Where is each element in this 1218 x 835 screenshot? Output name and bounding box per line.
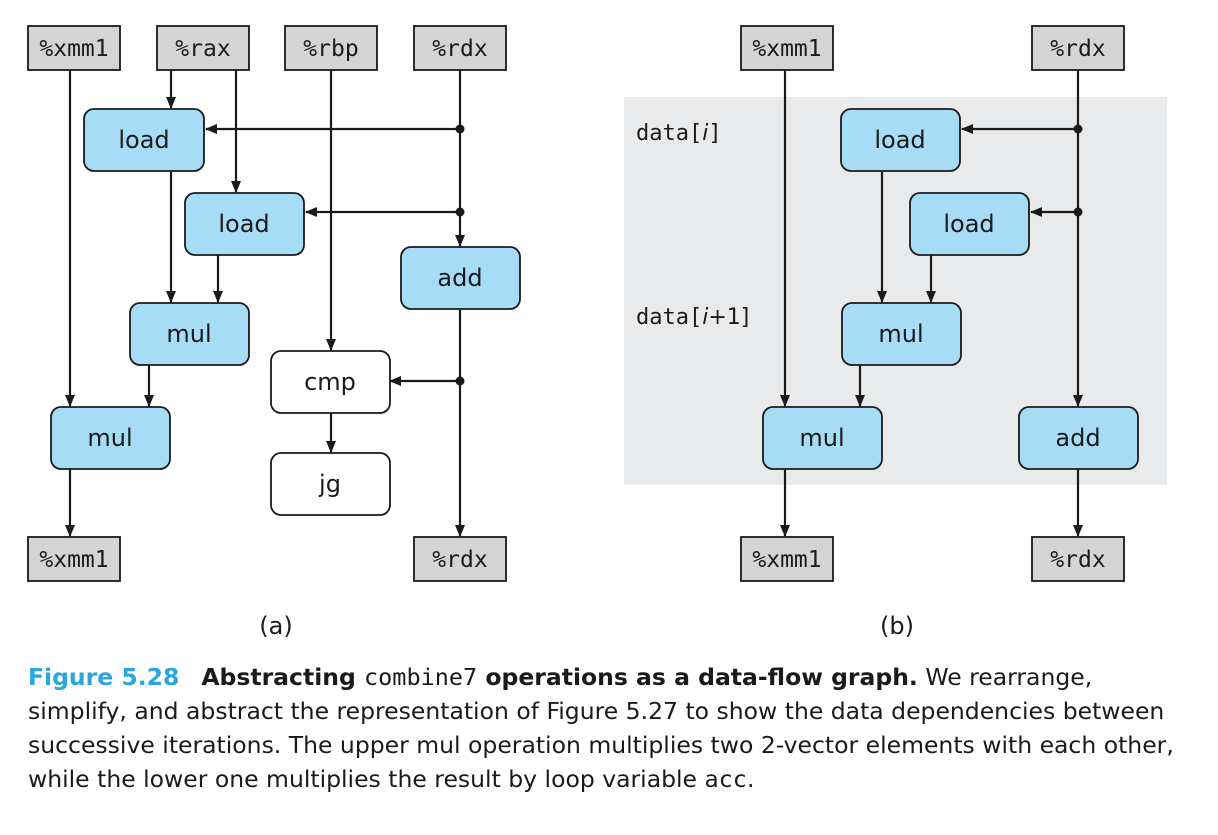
op-add-b: add [1018,406,1139,470]
figure-number: Figure 5.28 [28,663,180,691]
op-mul-2-b: mul [762,406,883,470]
figure-title: Abstracting combine7 operations as a dat… [201,663,918,691]
panel-a-edges [65,70,465,537]
register-xmm1-in-b: %xmm1 [740,25,834,71]
op-label: add [1055,424,1100,452]
op-label: load [874,126,925,154]
register-rdx-out-a: %rdx [413,536,507,582]
data-flow-diagram: %xmm1 %rax %rbp %rdx %xmm1 %rdx load loa… [27,25,1167,640]
op-label: cmp [304,368,356,396]
register-label: %xmm1 [39,547,108,573]
register-xmm1-out-a: %xmm1 [27,536,121,582]
register-label: %rdx [1050,36,1105,62]
op-label: jg [318,470,341,498]
op-label: mul [87,424,132,452]
register-rbp-in-a: %rbp [284,25,378,71]
caption-end: . [746,765,755,793]
panel-b-junctions [1073,124,1083,217]
op-mul-2-a: mul [50,406,171,470]
register-rdx-out-b: %rdx [1031,536,1125,582]
op-jg-a: jg [270,452,391,516]
caption-body: We rearrange, simplify, and abstract the… [28,663,1174,793]
register-label: %xmm1 [752,36,821,62]
annotation-data-i-plus-1: data[i+1] [636,305,749,330]
register-xmm1-in-a: %xmm1 [27,25,121,71]
subfigure-label-a: (a) [259,612,292,640]
subfigure-label-b: (b) [880,612,914,640]
annotation-data-i: data[i] [636,121,722,146]
register-rdx-in-b: %rdx [1031,25,1125,71]
op-label: mul [878,320,923,348]
op-load-2-b: load [909,192,1030,256]
op-label: mul [799,424,844,452]
op-load-1-a: load [83,108,205,172]
register-label: %xmm1 [39,36,108,62]
figure-caption: Figure 5.28 Abstracting combine7 operatio… [28,660,1196,796]
register-rax-in-a: %rax [156,25,250,71]
register-label: %xmm1 [752,547,821,573]
register-xmm1-out-b: %xmm1 [740,536,834,582]
op-label: load [118,126,169,154]
register-rdx-in-a: %rdx [413,25,507,71]
op-label: load [218,210,269,238]
op-load-2-a: load [184,192,305,256]
op-label: add [437,264,482,292]
op-mul-1-b: mul [841,302,962,366]
caption-code: acc [704,765,747,793]
op-label: mul [166,320,211,348]
register-label: %rax [175,36,230,62]
op-mul-1-a: mul [129,302,250,366]
op-load-1-b: load [840,108,961,172]
op-label: load [943,210,994,238]
op-add-a: add [400,246,521,310]
register-label: %rdx [432,36,487,62]
register-label: %rdx [432,547,487,573]
op-cmp-a: cmp [270,350,391,414]
register-label: %rbp [303,36,358,62]
register-label: %rdx [1050,547,1105,573]
panel-a-junctions [455,124,465,386]
